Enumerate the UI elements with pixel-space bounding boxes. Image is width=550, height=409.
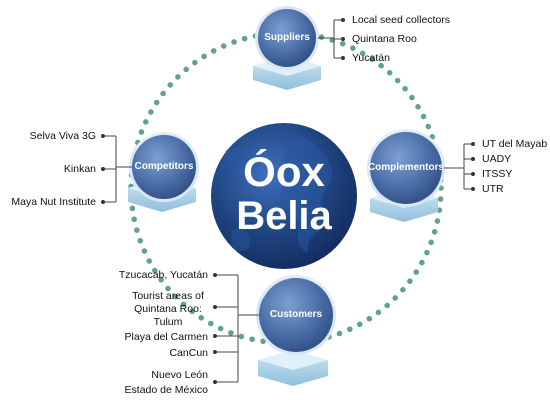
customer-item: Nuevo León — [151, 369, 208, 381]
customer-item: Tulum — [153, 316, 183, 328]
customer-item: Estado de México — [124, 384, 208, 396]
complementor-item: UADY — [482, 153, 512, 165]
node-title-complementors: Complementors — [367, 162, 445, 173]
customer-item: Tourist areas of — [132, 290, 204, 302]
customers-connectors — [216, 274, 259, 383]
node-competitors — [129, 131, 199, 202]
customer-item: Quintana Roo: — [134, 303, 202, 315]
complementors-connectors — [442, 143, 472, 190]
customer-item: Tzucacab, Yucatán — [118, 269, 208, 281]
complementors-connector-dots — [471, 142, 475, 191]
center-globe — [211, 123, 357, 269]
supplier-item: Local seed collectors — [352, 14, 451, 26]
competitors-connector-dots — [101, 134, 105, 204]
complementor-item: ITSSY — [482, 168, 513, 180]
supplier-item: Quintana Roo — [352, 33, 417, 45]
customer-item: CanCun — [169, 347, 208, 359]
node-title-customers: Customers — [269, 309, 323, 320]
node-customers — [256, 275, 336, 355]
platform-customers — [258, 350, 328, 386]
competitor-item: Selva Viva 3G — [29, 130, 96, 142]
node-title-competitors: Competitors — [134, 161, 194, 172]
node-title-suppliers: Suppliers — [264, 32, 310, 43]
suppliers-connector-dots — [341, 18, 345, 60]
suppliers-connectors — [318, 19, 342, 59]
customers-connector-dots — [213, 273, 217, 384]
supplier-item: Yucatán — [352, 52, 390, 64]
customer-item: Playa del Carmen — [124, 331, 208, 343]
node-complementors — [367, 128, 445, 207]
competitors-connectors — [104, 135, 132, 203]
brand-line-2: Belia — [236, 194, 332, 238]
globe-continent-shape — [280, 135, 333, 253]
competitor-item: Maya Nut Institute — [11, 196, 96, 208]
complementor-item: UTR — [482, 183, 504, 195]
complementor-item: UT del Mayab — [482, 138, 548, 150]
node-suppliers — [255, 1, 319, 70]
brand-line-1: Óox — [243, 148, 325, 195]
competitor-item: Kinkan — [63, 163, 96, 175]
